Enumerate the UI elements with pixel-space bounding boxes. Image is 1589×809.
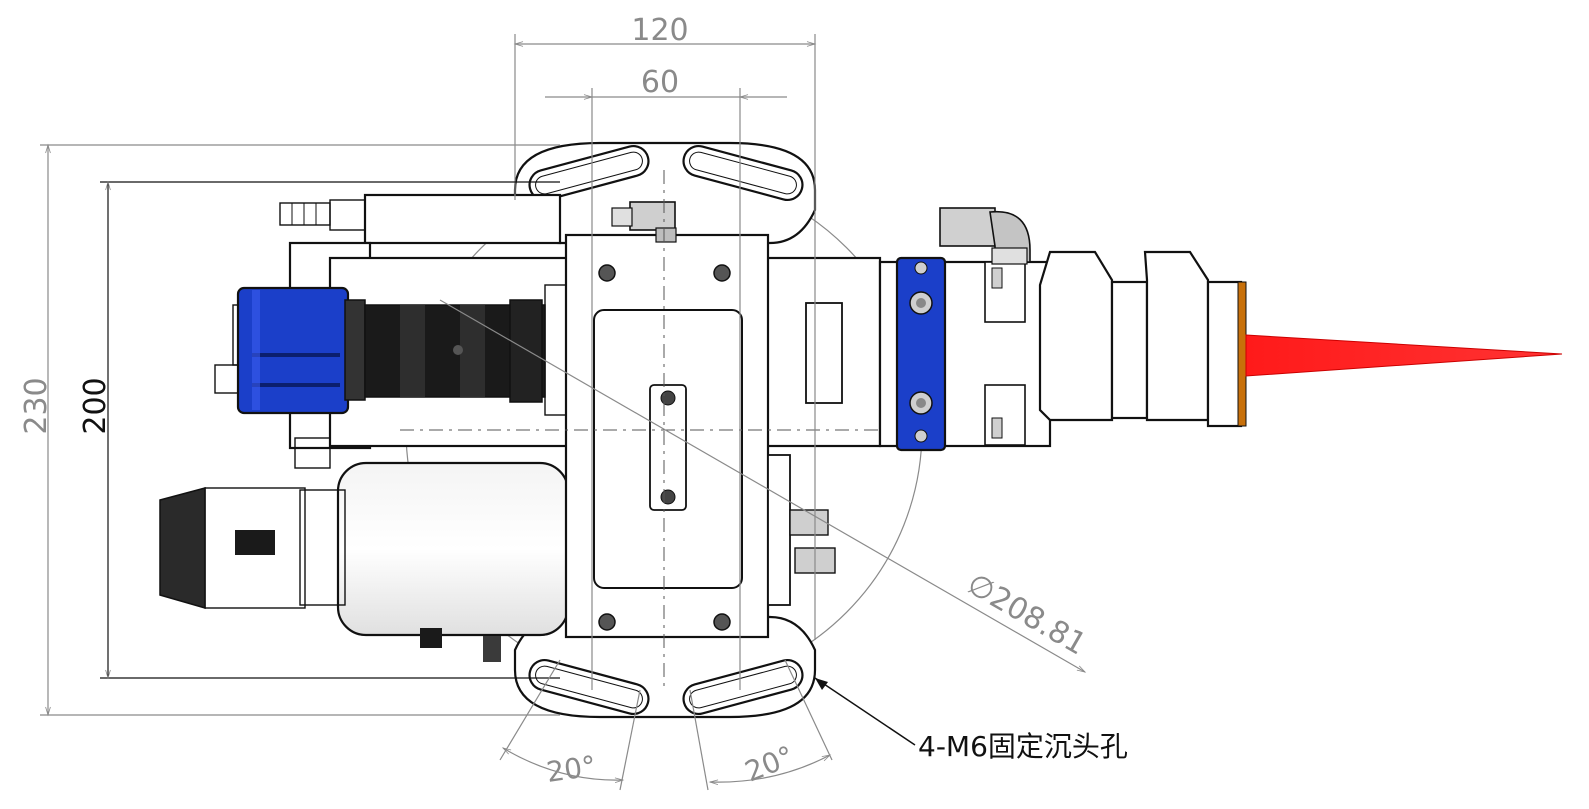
top-right-slot — [682, 144, 804, 202]
callout-label: 4-M6固定沉头孔 — [918, 730, 1128, 763]
lens-barrel — [364, 284, 568, 416]
bottom-right-slot — [682, 658, 804, 716]
window-slot — [805, 302, 843, 404]
top-left-slot — [528, 144, 650, 202]
screw-icon — [598, 264, 616, 282]
dimension-200-label: 200 — [78, 377, 113, 434]
blue-clamp-ring — [895, 256, 947, 452]
angle-left: 20° — [499, 659, 641, 791]
nozzle-assembly — [1038, 250, 1247, 428]
motor-housing — [159, 437, 570, 662]
screw-icon — [713, 613, 731, 631]
screw-icon — [713, 264, 731, 282]
bottom-left-slot — [528, 658, 650, 716]
logo-plate — [649, 384, 687, 511]
dimension-60: 60 — [545, 65, 787, 690]
angle-right-label: 20° — [740, 739, 798, 788]
gas-elbow-fitting — [939, 207, 1031, 265]
dimension-120: 120 — [513, 13, 817, 640]
diameter-label: ∅208.81 — [961, 567, 1092, 663]
dimension-230: 230 — [19, 143, 560, 717]
screw-icon — [598, 613, 616, 631]
top-sensor-box — [279, 193, 562, 245]
blue-input-block — [214, 286, 366, 415]
angle-left-label: 20° — [544, 749, 598, 789]
dimension-60-label: 60 — [641, 65, 679, 100]
dimension-120-label: 120 — [631, 13, 688, 48]
laser-beam — [1245, 334, 1563, 377]
dimension-230-label: 230 — [19, 377, 54, 434]
callout-leader: 4-M6固定沉头孔 — [814, 677, 1128, 763]
dimension-200: 200 — [78, 180, 560, 680]
